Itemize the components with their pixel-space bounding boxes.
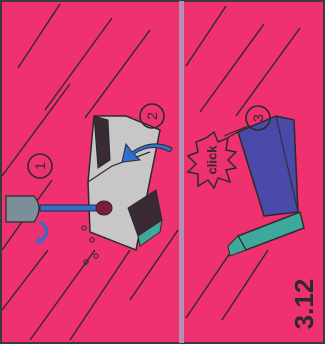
figure-number: 3.12: [289, 279, 319, 330]
callout-2-label: 2: [144, 112, 160, 120]
panel-divider: [179, 1, 184, 343]
click-label: click: [205, 145, 220, 175]
callout-1-label: 1: [32, 162, 48, 170]
callout-3-label: 3: [250, 114, 266, 122]
